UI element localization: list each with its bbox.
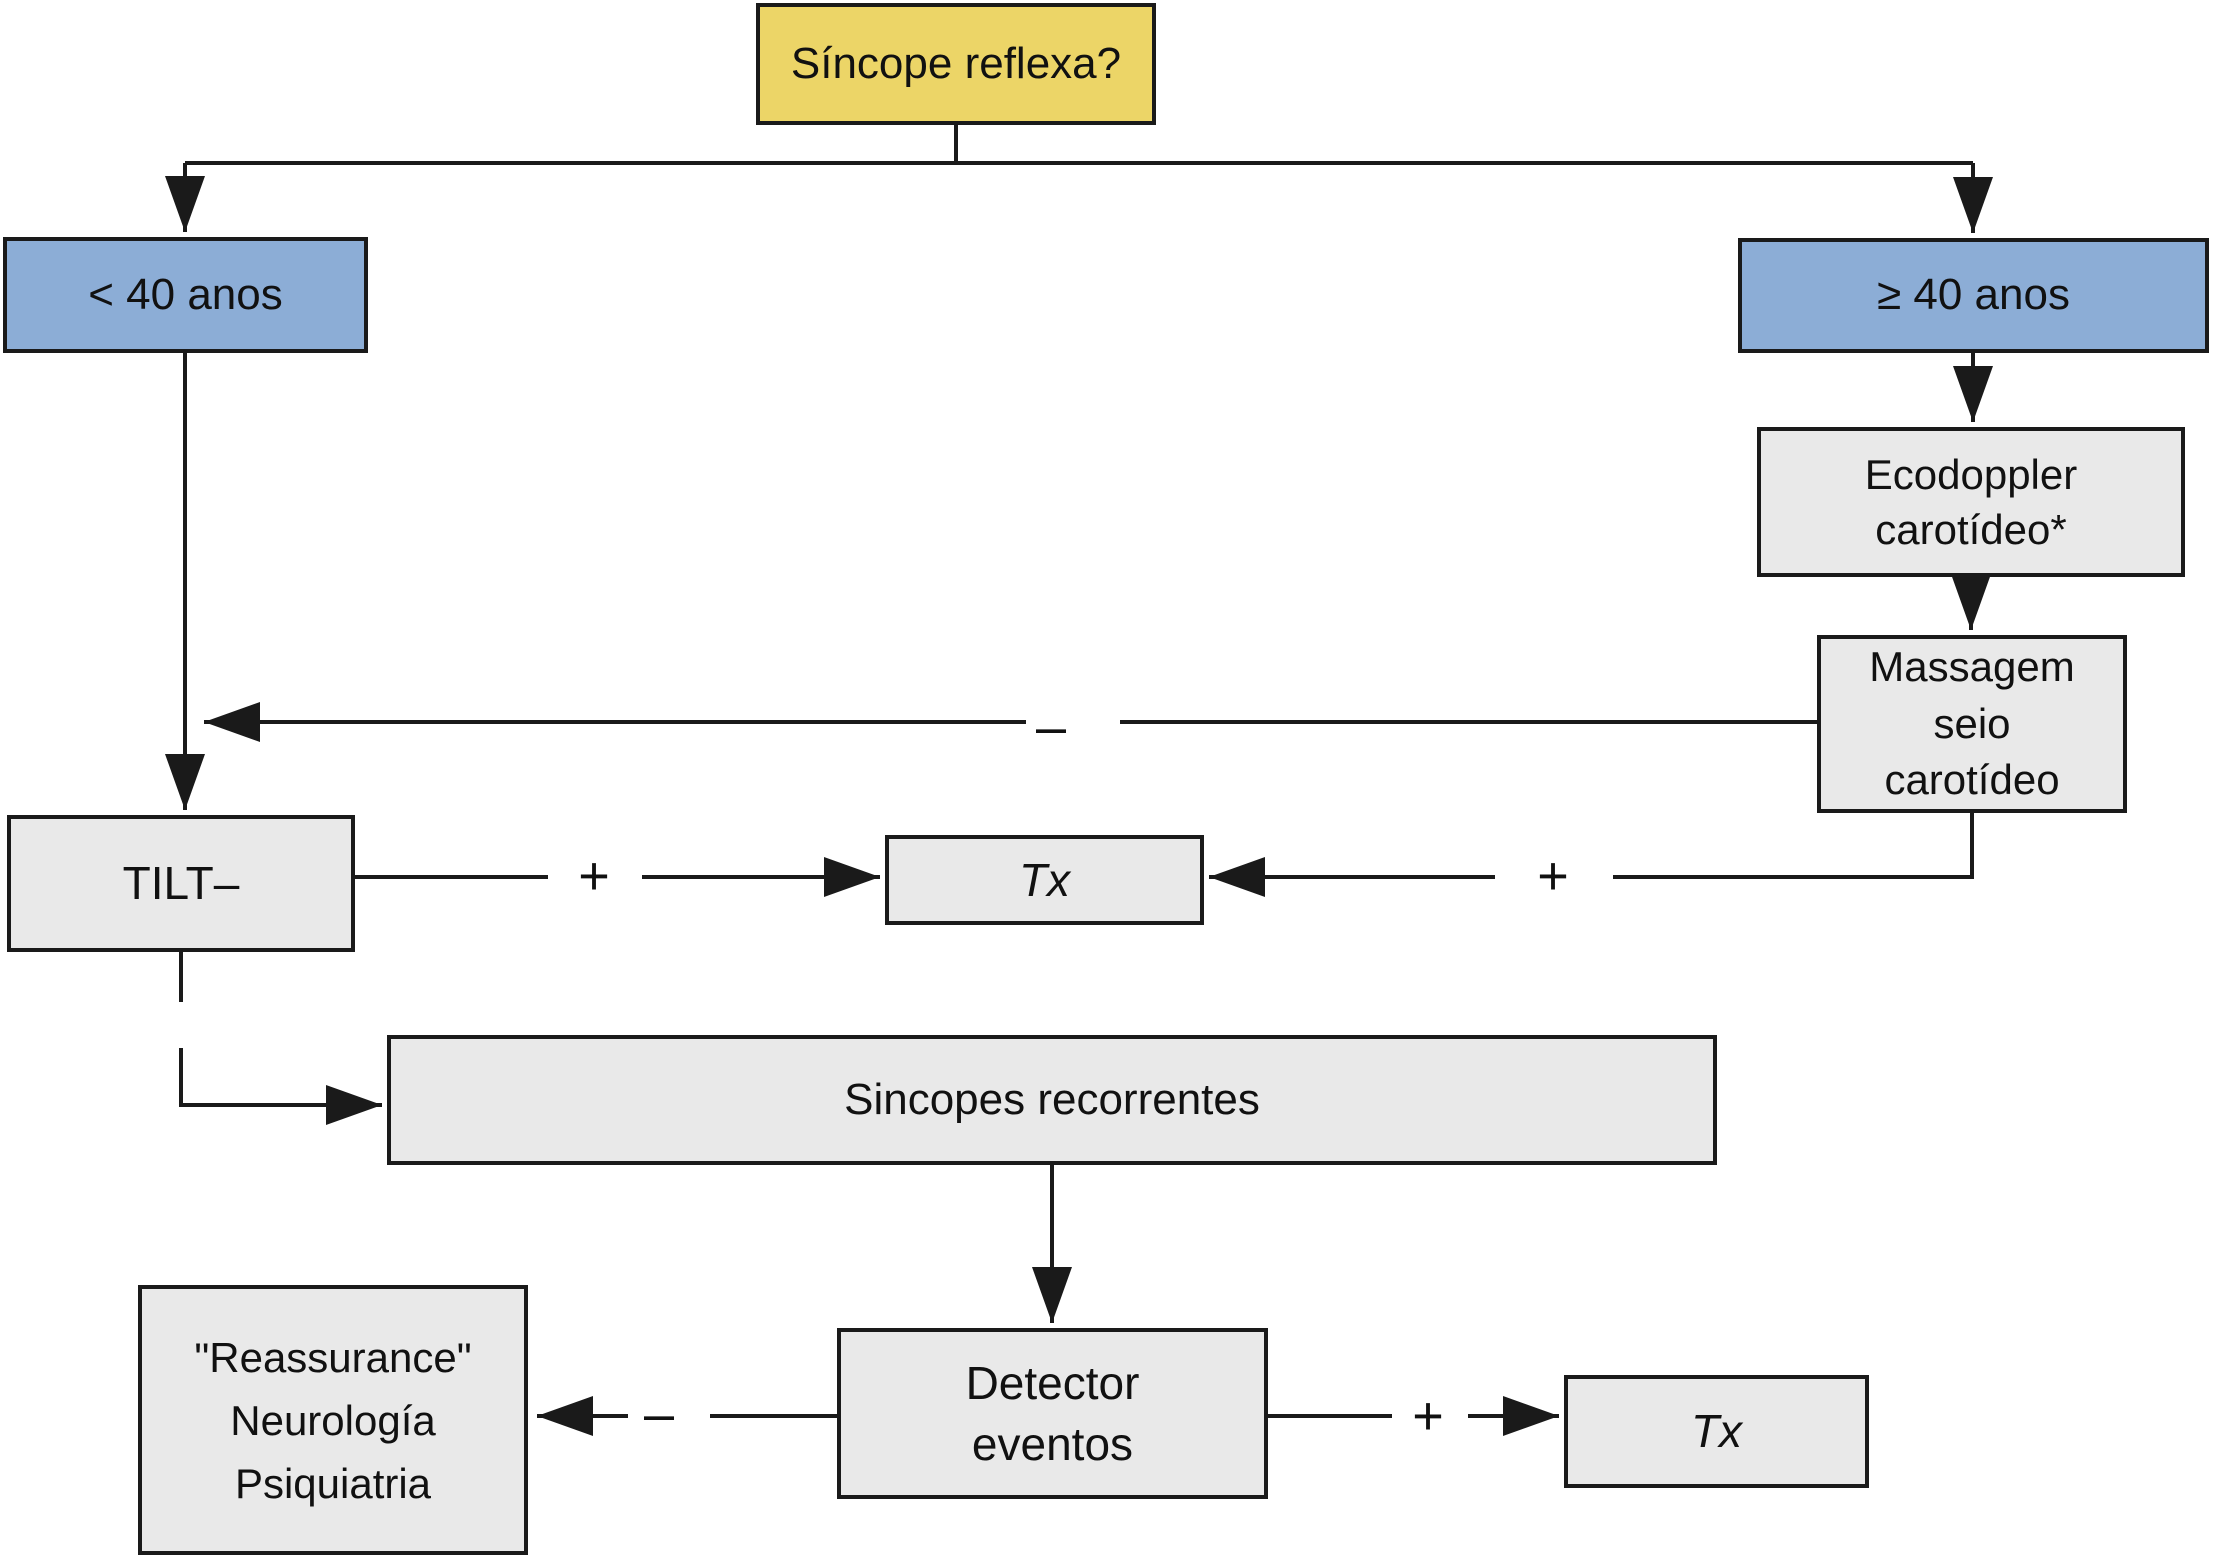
plus-label-detector-to-tx: + xyxy=(1412,1386,1444,1446)
minus-label-detector-to-reassurance: – xyxy=(643,1384,675,1444)
node-tx-bottom: Tx xyxy=(1564,1375,1869,1488)
minus-label-massagem-to-tilt: – xyxy=(1035,697,1067,757)
node-syncope-reflexa: Síncope reflexa? xyxy=(756,3,1156,125)
node-tx-middle: Tx xyxy=(885,835,1204,925)
node-sincopes-recorrentes: Sincopes recorrentes xyxy=(387,1035,1717,1165)
plus-label-massagem-to-tx: + xyxy=(1537,846,1569,906)
node-tilt-negative: TILT– xyxy=(7,815,355,952)
node-ecodoppler-carotideo: Ecodoppler carotídeo* xyxy=(1757,427,2185,577)
node-reassurance-neurologia-psiquiatria: "Reassurance" Neurología Psiquiatria xyxy=(138,1285,528,1555)
node-under-40-anos: < 40 anos xyxy=(3,237,368,353)
node-detector-eventos: Detector eventos xyxy=(837,1328,1268,1499)
plus-label-tilt-to-tx: + xyxy=(578,846,610,906)
node-over-40-anos: ≥ 40 anos xyxy=(1738,238,2209,353)
node-massagem-seio-carotideo: Massagem seio carotídeo xyxy=(1817,635,2127,813)
edge-massagem-plus-segment xyxy=(1613,813,1974,879)
edge-tilt-to-sincopes xyxy=(179,1048,382,1125)
